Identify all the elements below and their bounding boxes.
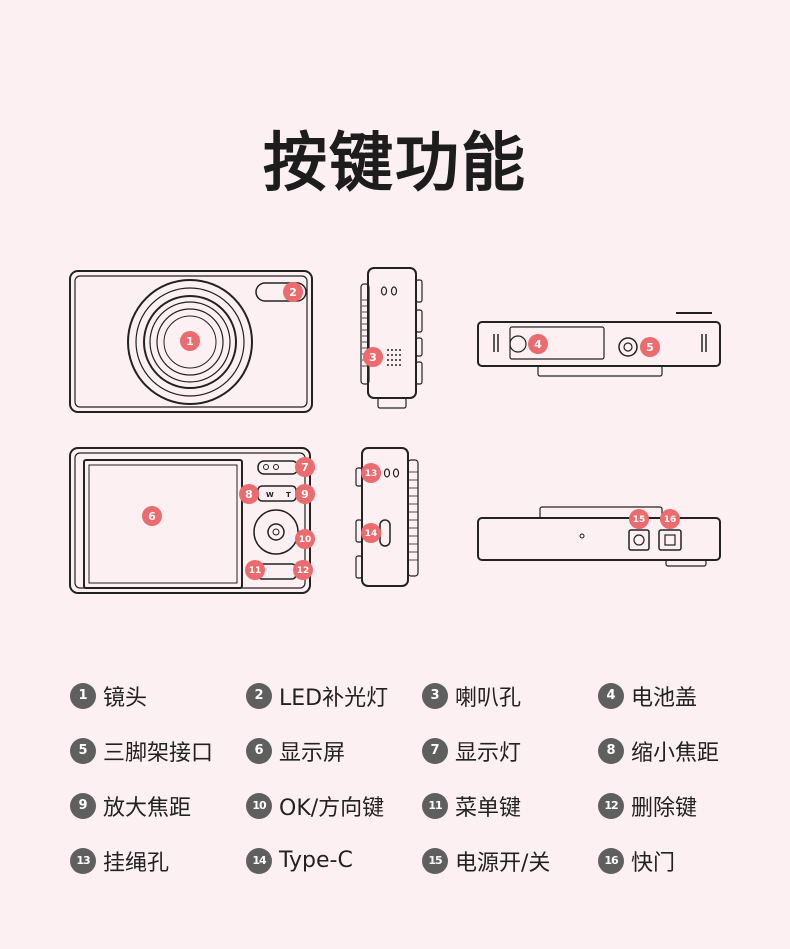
zoom-in-mark: T — [286, 491, 291, 499]
callout-13: 13 — [361, 463, 381, 483]
legend-item: 7 显示灯 — [422, 733, 598, 768]
callout-3: 3 — [363, 347, 383, 367]
legend-item: 2 LED补光灯 — [246, 678, 422, 713]
callout-6: 6 — [142, 506, 162, 526]
legend-label: 放大焦距 — [103, 795, 192, 821]
legend-item: 11 菜单键 — [422, 788, 598, 823]
callout-1: 1 — [180, 331, 200, 351]
legend-label: OK/方向键 — [279, 795, 385, 821]
legend-number: 8 — [598, 737, 624, 764]
callout-15: 15 — [629, 509, 649, 529]
callout-10: 10 — [295, 529, 315, 549]
legend-label: 快门 — [631, 850, 676, 876]
camera-diagram: W T 1 2 3 4 5 6 7 8 9 10 11 12 13 14 15 … — [69, 267, 721, 594]
svg-text:1: 1 — [186, 335, 194, 348]
callout-9: 9 — [295, 484, 315, 504]
svg-text:10: 10 — [299, 535, 312, 545]
legend-item: 1 镜头 — [70, 678, 246, 713]
legend-item: 14 Type-C — [246, 843, 422, 878]
legend-number: 7 — [422, 737, 448, 764]
svg-text:9: 9 — [301, 488, 309, 501]
legend-item: 8 缩小焦距 — [598, 733, 770, 768]
legend-number: 3 — [422, 682, 448, 709]
svg-text:3: 3 — [369, 351, 377, 364]
callout-7: 7 — [295, 457, 315, 477]
legend-number: 10 — [246, 792, 272, 819]
svg-text:2: 2 — [289, 286, 297, 299]
legend-item: 16 快门 — [598, 843, 770, 878]
legend-item: 9 放大焦距 — [70, 788, 246, 823]
legend-label: 电源开/关 — [455, 850, 551, 876]
legend-label: 删除键 — [631, 795, 698, 821]
svg-text:11: 11 — [249, 566, 262, 576]
legend-label: 显示灯 — [455, 740, 522, 766]
callout-14: 14 — [361, 523, 381, 543]
legend-item: 4 电池盖 — [598, 678, 770, 713]
legend-number: 15 — [422, 847, 448, 874]
legend-label: 缩小焦距 — [631, 740, 720, 766]
legend-item: 6 显示屏 — [246, 733, 422, 768]
callout-5: 5 — [640, 337, 660, 357]
legend-number: 5 — [70, 737, 96, 764]
callout-8: 8 — [239, 484, 259, 504]
legend-number: 12 — [598, 792, 624, 819]
callout-4: 4 — [528, 334, 548, 354]
legend-number: 2 — [246, 682, 272, 709]
callout-11: 11 — [245, 560, 265, 580]
svg-text:14: 14 — [365, 529, 378, 539]
svg-text:5: 5 — [646, 341, 654, 354]
legend-number: 13 — [70, 847, 96, 874]
legend-number: 6 — [246, 737, 272, 764]
speaker-holes — [387, 349, 401, 366]
legend: 1 镜头 2 LED补光灯 3 喇叭孔 4 电池盖 5 三脚架接口 6 显示屏 7 显示灯 8… — [70, 678, 770, 878]
callout-12: 12 — [293, 560, 313, 580]
legend-number: 9 — [70, 792, 96, 819]
zoom-out-mark: W — [266, 491, 274, 499]
legend-label: Type-C — [279, 848, 353, 873]
legend-label: 电池盖 — [631, 685, 698, 711]
camera-front-view — [69, 270, 313, 413]
legend-label: 显示屏 — [279, 740, 346, 766]
legend-label: 挂绳孔 — [103, 850, 170, 876]
svg-text:12: 12 — [297, 566, 310, 576]
svg-text:6: 6 — [148, 510, 156, 523]
legend-label: 喇叭孔 — [455, 685, 522, 711]
svg-text:4: 4 — [534, 338, 542, 351]
page-title: 按键功能 — [263, 127, 527, 201]
legend-number: 16 — [598, 847, 624, 874]
svg-text:13: 13 — [365, 469, 378, 479]
legend-number: 1 — [70, 682, 96, 709]
legend-item: 13 挂绳孔 — [70, 843, 246, 878]
svg-text:7: 7 — [301, 461, 309, 474]
callout-16: 16 — [660, 509, 680, 529]
svg-text:15: 15 — [633, 515, 646, 525]
legend-item: 15 电源开/关 — [422, 843, 598, 878]
legend-number: 14 — [246, 847, 272, 874]
callout-2: 2 — [283, 282, 303, 302]
legend-label: 菜单键 — [455, 795, 522, 821]
legend-number: 11 — [422, 792, 448, 819]
camera-side-view-top — [360, 267, 423, 409]
svg-text:16: 16 — [664, 515, 677, 525]
camera-back-view — [69, 447, 311, 594]
camera-bottom-view — [477, 312, 721, 377]
legend-item: 12 删除键 — [598, 788, 770, 823]
legend-item: 10 OK/方向键 — [246, 788, 422, 823]
legend-item: 3 喇叭孔 — [422, 678, 598, 713]
legend-item: 5 三脚架接口 — [70, 733, 246, 768]
svg-text:8: 8 — [245, 488, 253, 501]
camera-top-view — [477, 506, 721, 567]
legend-label: 三脚架接口 — [103, 740, 214, 766]
legend-label: LED补光灯 — [279, 685, 389, 711]
legend-number: 4 — [598, 682, 624, 709]
legend-label: 镜头 — [103, 685, 148, 711]
